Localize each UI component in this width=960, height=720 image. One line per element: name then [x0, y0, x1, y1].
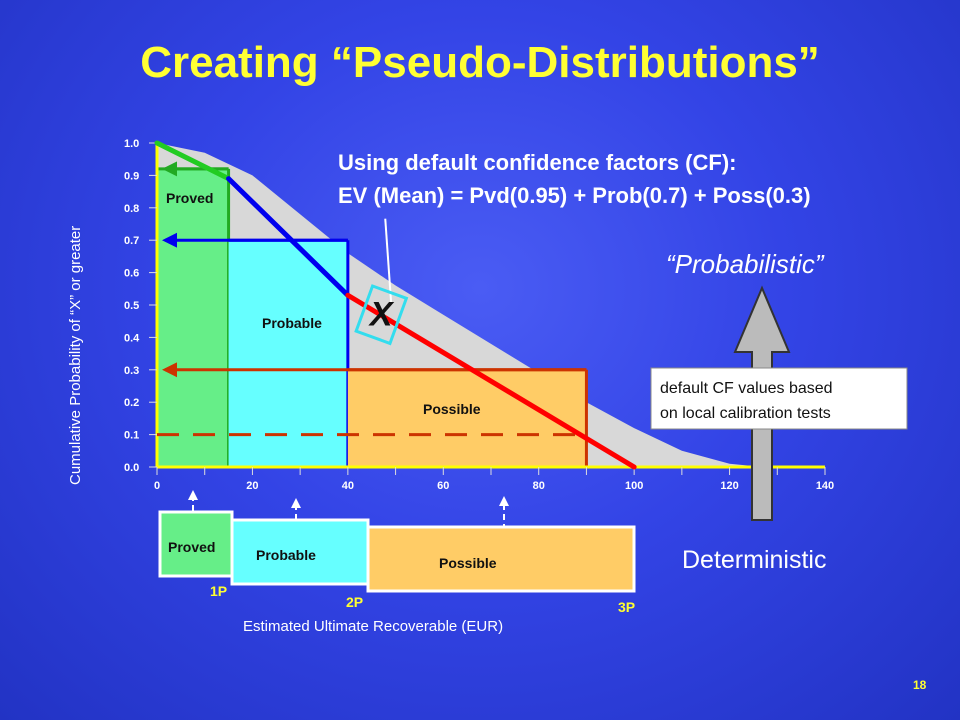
- y-tick-label: 1.0: [124, 138, 139, 150]
- note-line-1: default CF values based: [660, 380, 833, 397]
- region-label-proved: Proved: [166, 190, 213, 206]
- y-tick-label: 0.2: [124, 397, 139, 409]
- region-proved: [157, 168, 229, 468]
- y-tick-label: 0.9: [124, 170, 139, 182]
- y-tick-label: 0.0: [124, 462, 139, 474]
- x-marker-label: X: [368, 296, 395, 334]
- tag-2p: 2P: [346, 594, 363, 610]
- probabilistic-label: “Probabilistic”: [666, 249, 825, 279]
- y-axis-title: Cumulative Probability of “X” or greater: [67, 226, 84, 485]
- x-tick-label: 60: [437, 480, 449, 492]
- y-tick-label: 0.5: [124, 300, 139, 312]
- header-line-2: EV (Mean) = Pvd(0.95) + Prob(0.7) + Poss…: [338, 183, 811, 208]
- regions-layer: [157, 167, 588, 468]
- x-tick-label: 100: [625, 480, 643, 492]
- y-tick-label: 0.6: [124, 268, 139, 280]
- box-label-proved: Proved: [168, 539, 215, 555]
- x-tick-label: 140: [816, 480, 834, 492]
- y-tick-label: 0.3: [124, 365, 139, 377]
- x-pointer-line: [384, 218, 393, 305]
- y-tick-label: 0.7: [124, 235, 139, 247]
- deterministic-label: Deterministic: [682, 546, 826, 574]
- x-tick-label: 120: [720, 480, 738, 492]
- tag-3p: 3P: [618, 599, 635, 615]
- box-label-possible: Possible: [439, 555, 497, 571]
- box-probable: [230, 518, 370, 586]
- region-probable: [228, 240, 348, 467]
- calibration-note: default CF values based on local calibra…: [650, 367, 908, 430]
- y-tick-label: 0.1: [124, 430, 139, 442]
- region-label-probable: Probable: [262, 315, 322, 331]
- region-possible: [347, 369, 587, 467]
- x-tick-label: 80: [533, 480, 545, 492]
- y-tick-label: 0.4: [124, 332, 140, 344]
- box-possible: [366, 525, 636, 593]
- header-line-1: Using default confidence factors (CF):: [338, 150, 736, 175]
- x-tick-label: 20: [246, 480, 258, 492]
- region-label-possible: Possible: [423, 401, 481, 417]
- x-axis-title: Estimated Ultimate Recoverable (EUR): [243, 618, 503, 635]
- slide-title: Creating “Pseudo-Distributions”: [140, 38, 820, 87]
- segment-proved: [154, 140, 232, 182]
- arrows-layer: [162, 161, 587, 378]
- note-line-2: on local calibration tests: [660, 405, 831, 422]
- page-number: 18: [913, 678, 927, 692]
- tag-1p: 1P: [210, 583, 227, 599]
- x-tick-label: 0: [154, 480, 160, 492]
- x-marker-box: [354, 284, 409, 346]
- y-tick-label: 0.8: [124, 203, 139, 215]
- axes: 0.0 0.1 0.2 0.3 0.4 0.5 0.6 0.7 0.8 0.9 1.0 0 20 40 60…: [124, 138, 834, 492]
- reserve-boxes: Proved Probable Possible 1P 2P 3P: [158, 490, 636, 615]
- x-tick-label: 40: [342, 480, 354, 492]
- segment-probable: [226, 176, 351, 298]
- x-marker: X: [354, 218, 409, 346]
- box-label-probable: Probable: [256, 547, 316, 563]
